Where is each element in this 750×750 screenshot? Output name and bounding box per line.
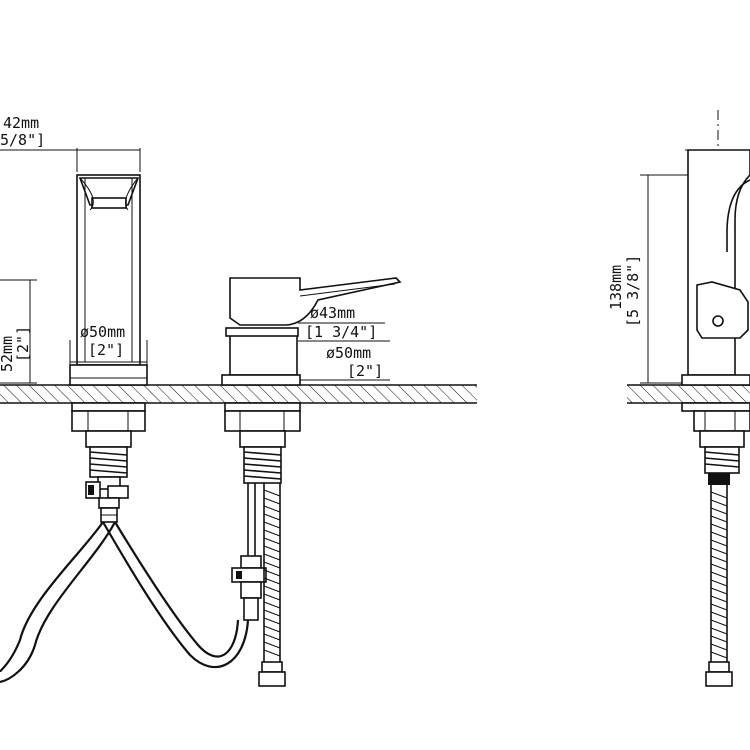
- countertop-right: [627, 384, 750, 404]
- spout-front-view: 42mm 5/8"] ø50mm [2"] 52mm [2"]: [0, 114, 148, 523]
- dim-handle-base-mm: ø50mm: [326, 344, 371, 362]
- dim-height-mm: 138mm: [607, 265, 625, 310]
- dim-height-in: [5 3/8"]: [624, 255, 642, 327]
- dim-spout-base-mm: ø50mm: [80, 323, 125, 341]
- handle-valve: [231, 555, 267, 621]
- dim-spout-height-in: [2"]: [14, 326, 32, 362]
- dim-handle-mm: ø43mm: [310, 304, 355, 322]
- spout-hoses: [0, 521, 250, 684]
- side-braided-hose: [705, 485, 733, 687]
- side-view: 138mm [5 3/8"]: [607, 110, 750, 687]
- dim-spout-width-in: 5/8"]: [0, 131, 45, 149]
- handle-front-view: ø43mm [1 3/4"] ø50mm [2"]: [221, 277, 402, 687]
- handle-braided-hose: [258, 483, 286, 687]
- dim-spout-width-mm: 42mm: [3, 114, 39, 132]
- handle-shank: [243, 446, 282, 484]
- dim-spout-base-in: [2"]: [88, 341, 124, 359]
- dim-spout-height-mm: 52mm: [0, 336, 16, 372]
- spout-valve: [85, 476, 129, 523]
- dim-handle-base-in: [2"]: [347, 362, 383, 380]
- spout-shank: [89, 446, 128, 478]
- dim-handle-in: [1 3/4"]: [305, 323, 377, 341]
- countertop-left: [0, 384, 477, 404]
